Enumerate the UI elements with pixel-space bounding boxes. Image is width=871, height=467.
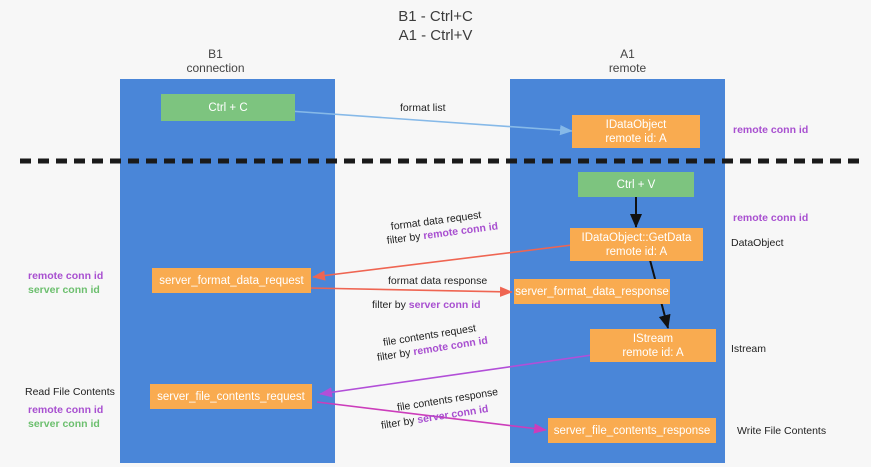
- node-fmt-resp-label: server_format_data_response: [515, 285, 669, 298]
- lane-header-b1: B1 connection: [143, 47, 288, 75]
- node-server-file-contents-request[interactable]: server_file_contents_request: [150, 384, 312, 409]
- node-server-file-contents-response[interactable]: server_file_contents_response: [548, 418, 716, 443]
- annotation-right-remote-conn-id-top: remote conn id: [733, 124, 809, 136]
- node-fmt-req-label: server_format_data_request: [159, 274, 304, 287]
- node-idataobject[interactable]: IDataObject remote id: A: [572, 115, 700, 148]
- lane-b1-role: connection: [186, 61, 245, 75]
- node-ctrl-c-label: Ctrl + C: [208, 101, 248, 114]
- node-server-format-data-request[interactable]: server_format_data_request: [152, 268, 311, 293]
- edge-format-data-response: [309, 286, 513, 297]
- file-resp-filter-prefix: filter by: [380, 414, 419, 432]
- node-file-req-label: server_file_contents_request: [157, 390, 305, 403]
- edge-label-format-data-response: format data response: [388, 274, 487, 288]
- edge-label-format-list: format list: [400, 101, 446, 115]
- lane-b1-name: B1: [208, 47, 223, 61]
- node-istream[interactable]: IStream remote id: A: [590, 329, 716, 362]
- node-istream-line1: IStream: [632, 332, 674, 345]
- title-line-1: B1 - Ctrl+C: [398, 8, 473, 25]
- file-req-filter-prefix: filter by: [376, 346, 415, 364]
- annotation-left-server-conn-id-1: server conn id: [28, 284, 100, 296]
- annotation-istream: Istream: [731, 343, 767, 355]
- fmt-req-filter-prefix: filter by: [386, 230, 425, 247]
- node-ctrl-v[interactable]: Ctrl + V: [578, 172, 694, 197]
- fmt-resp-filter-key: server conn id: [408, 299, 481, 311]
- fmt-resp-filter-prefix: filter by: [372, 299, 409, 311]
- title-line-2: A1 - Ctrl+V: [398, 27, 473, 44]
- node-getdata-line1: IDataObject::GetData: [581, 231, 692, 244]
- node-idataobject-line2: remote id: A: [605, 132, 667, 145]
- annotation-read-file-contents: Read File Contents: [25, 386, 115, 398]
- node-getdata-line2: remote id: A: [605, 245, 668, 258]
- lane-a1-name: A1: [620, 47, 635, 61]
- format-list-text: format list: [400, 102, 446, 114]
- edge-label-format-data-response-filter: filter by server conn id: [372, 298, 481, 312]
- node-ctrl-v-label: Ctrl + V: [616, 178, 656, 191]
- node-idataobject-line1: IDataObject: [605, 118, 667, 131]
- annotation-left-remote-conn-id-2: remote conn id: [28, 404, 104, 416]
- node-ctrl-c[interactable]: Ctrl + C: [161, 94, 295, 121]
- node-file-resp-label: server_file_contents_response: [553, 424, 711, 437]
- diagram-title: B1 - Ctrl+C A1 - Ctrl+V: [0, 7, 871, 45]
- node-idataobject-getdata[interactable]: IDataObject::GetData remote id: A: [570, 228, 703, 261]
- lane-a1-role: remote: [608, 61, 647, 75]
- annotation-left-remote-conn-id-1: remote conn id: [28, 270, 104, 282]
- annotation-dataobject: DataObject: [731, 237, 784, 249]
- node-server-format-data-response[interactable]: server_format_data_response: [514, 279, 670, 304]
- annotation-left-server-conn-id-2: server conn id: [28, 418, 100, 430]
- annotation-write-file-contents: Write File Contents: [737, 425, 827, 437]
- node-istream-line2: remote id: A: [622, 346, 684, 359]
- annotation-right-remote-conn-id-mid: remote conn id: [733, 212, 809, 224]
- lane-header-a1: A1 remote: [555, 47, 700, 75]
- fmt-data-response-text: format data response: [388, 275, 488, 287]
